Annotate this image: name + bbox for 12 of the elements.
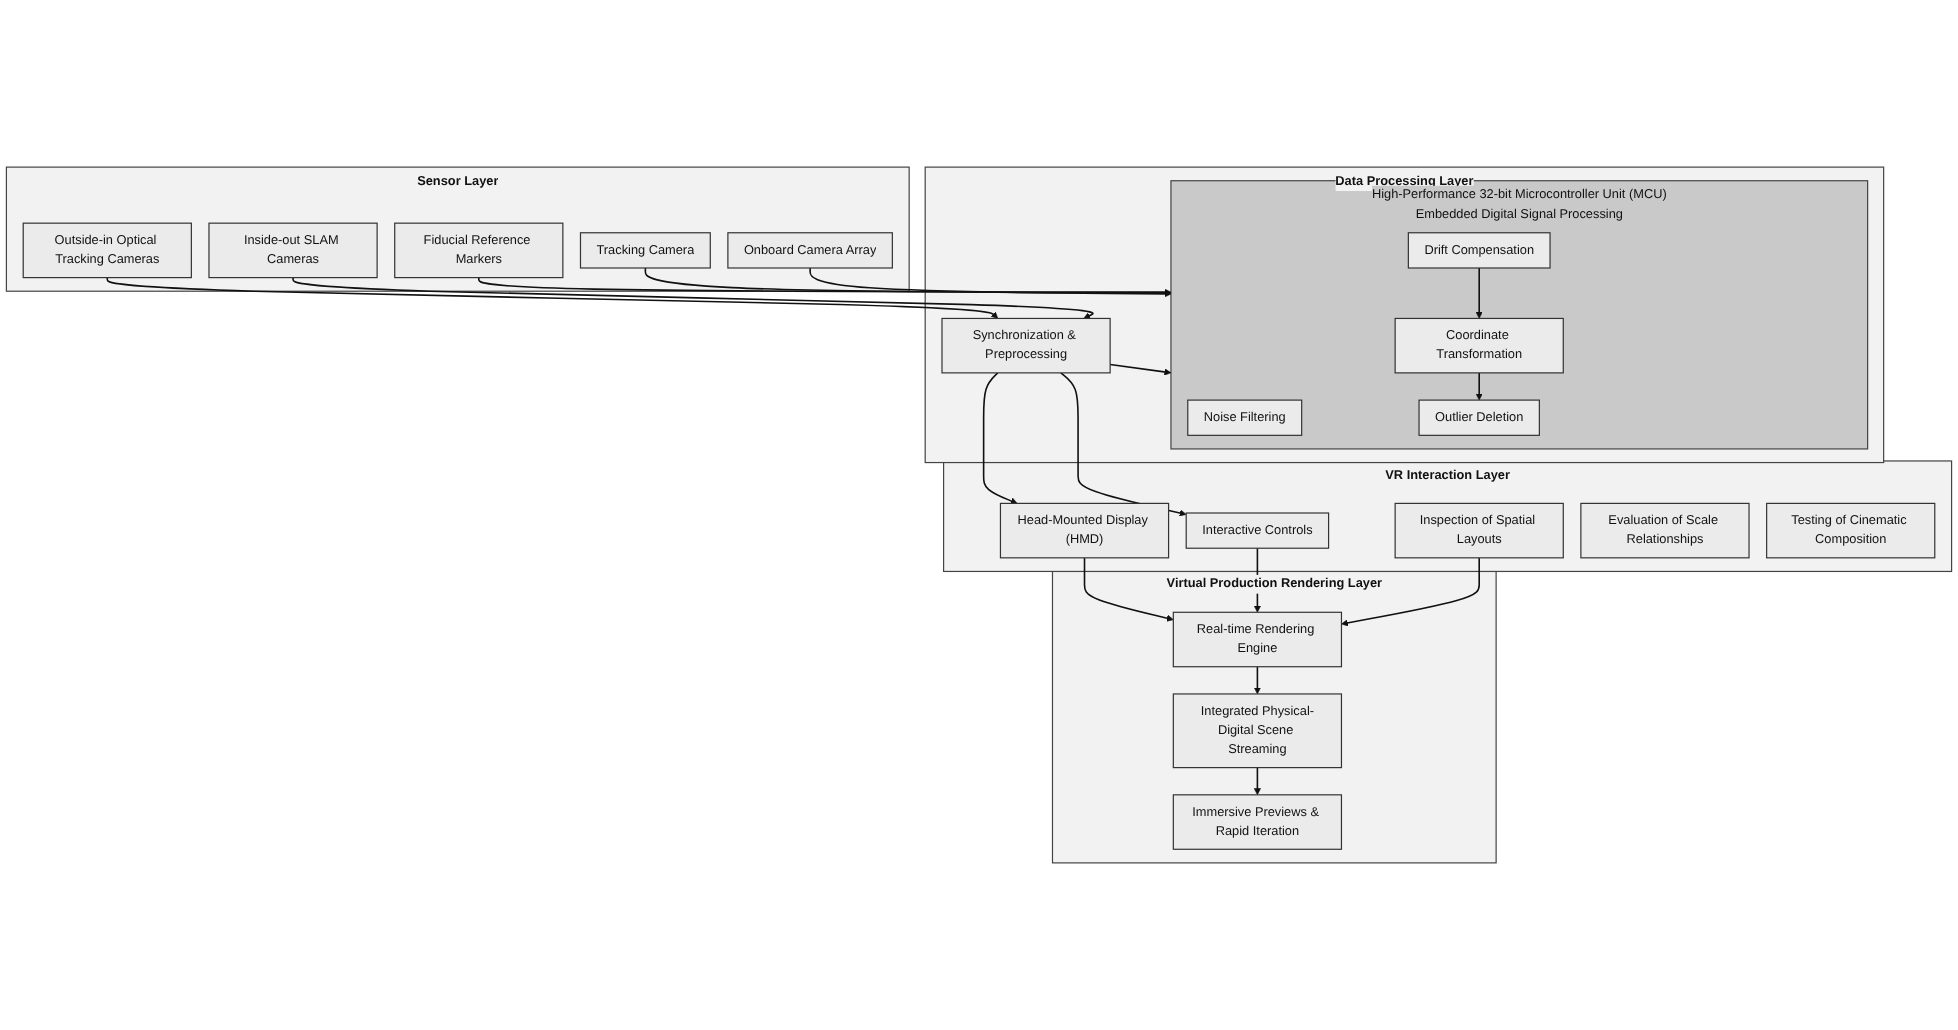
arrow <box>1083 557 1174 622</box>
arrow <box>292 276 1094 319</box>
arrow <box>982 372 1018 505</box>
arrow <box>809 267 1172 298</box>
arrow <box>1253 665 1261 695</box>
arrow <box>1475 372 1483 401</box>
arrow <box>1341 557 1480 627</box>
arrow <box>644 267 1172 297</box>
arrow <box>1109 363 1172 376</box>
arrow <box>1475 267 1483 319</box>
arrow <box>1253 766 1261 796</box>
arrow <box>106 276 999 319</box>
